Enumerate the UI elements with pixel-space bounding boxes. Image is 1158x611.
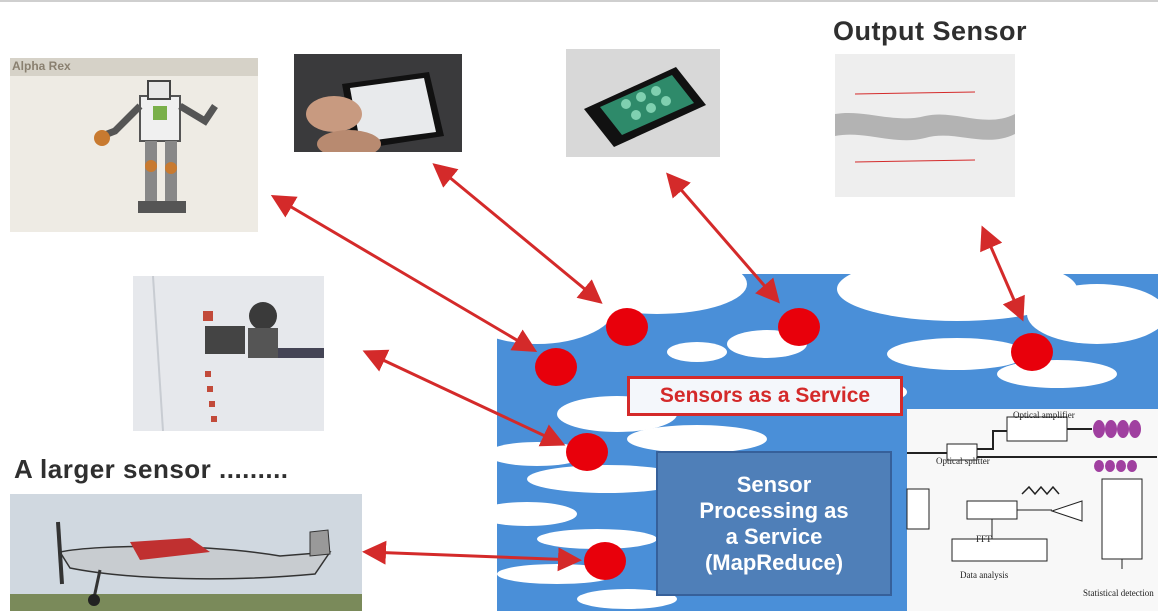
tablet-photo — [294, 54, 462, 152]
connection-dot — [584, 542, 626, 580]
connection-dot — [535, 348, 577, 386]
signal-schematic — [906, 409, 1158, 611]
tablet-icon — [294, 54, 462, 152]
connection-dot — [606, 308, 648, 346]
output-sensor-label: Output Sensor — [833, 16, 1027, 46]
snow-sensor-photo — [133, 276, 324, 431]
alpha-rex-label: Alpha Rex — [12, 59, 71, 73]
airplane-icon — [10, 494, 362, 611]
smartphone-photo — [566, 49, 720, 157]
larger-sensor-label: A larger sensor ......... — [14, 454, 289, 484]
field-sensor-icon — [133, 276, 324, 431]
connection-dot — [778, 308, 820, 346]
alpha-rex-robot-photo — [10, 58, 258, 232]
output-sensor-photo — [835, 54, 1015, 197]
sensor-processing-service-label: Sensor Processing as a Service (MapReduc… — [699, 471, 849, 575]
connection-dot — [566, 433, 608, 471]
robot-icon — [94, 80, 218, 213]
airplane-photo — [10, 494, 362, 611]
sensors-as-a-service-box: Sensors as a Service — [627, 376, 903, 416]
connection-dot — [1011, 333, 1053, 371]
sensor-trace-icon — [835, 54, 1015, 197]
sensor-processing-service-box: Sensor Processing as a Service (MapReduc… — [656, 451, 892, 596]
smartphone-icon — [566, 49, 720, 157]
